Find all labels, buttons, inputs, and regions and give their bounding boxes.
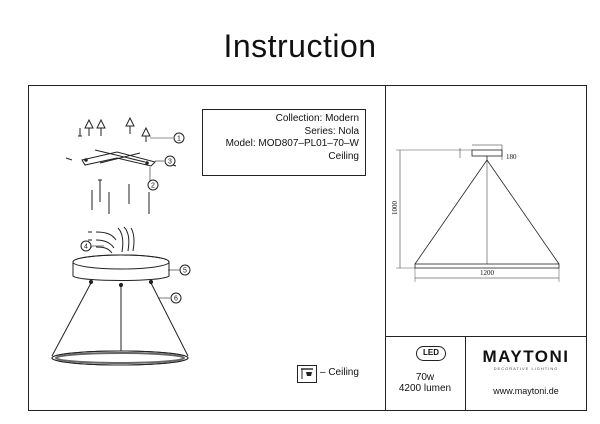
brand-tagline: DECORATIVE LIGHTING [493, 366, 559, 371]
collection-text: Collection: Modern [275, 113, 359, 124]
canopy-icon [72, 254, 170, 288]
instruction-frame [28, 85, 587, 411]
callout-5: 5 [183, 268, 187, 275]
divider-horizontal [385, 336, 587, 337]
led-icon: LED [416, 346, 446, 361]
pendant-ring-icon [51, 282, 189, 366]
canopy-dimension: 180 [506, 153, 517, 161]
website-link[interactable]: www.maytoni.de [493, 386, 559, 396]
product-info-box: Collection: Modern Series: Nola Model: M… [202, 109, 366, 176]
model-text: Model: MOD807–PL01–70–W [225, 138, 359, 150]
callout-1: 1 [177, 136, 181, 143]
brand-logo: MAYTONI [482, 347, 570, 366]
ceiling-mount-label: – Ceiling [320, 367, 359, 378]
screw-anchor-icon [78, 116, 151, 142]
callout-6: 6 [174, 296, 178, 303]
power-value: 70w [415, 372, 435, 383]
ceiling-mount-icon [297, 365, 317, 383]
divider-specs [465, 336, 466, 411]
callout-3: 3 [168, 159, 172, 166]
dimension-drawing [396, 144, 560, 282]
mount-text: Ceiling [328, 150, 359, 162]
divider-vertical [385, 85, 386, 411]
connector-wires-icon [88, 226, 135, 254]
mounting-bracket-icon [65, 149, 177, 167]
width-dimension: 1200 [480, 269, 495, 277]
lumen-value: 4200 lumen [398, 383, 452, 394]
callout-4: 4 [84, 244, 88, 251]
series-text: Series: Nola [304, 125, 359, 137]
page-title: Instruction [223, 28, 377, 64]
long-screw-icon [91, 179, 150, 214]
callout-markers: 1 3 2 4 5 6 [80, 132, 191, 304]
height-dimension: 1000 [391, 201, 399, 216]
callout-2: 2 [151, 183, 155, 190]
